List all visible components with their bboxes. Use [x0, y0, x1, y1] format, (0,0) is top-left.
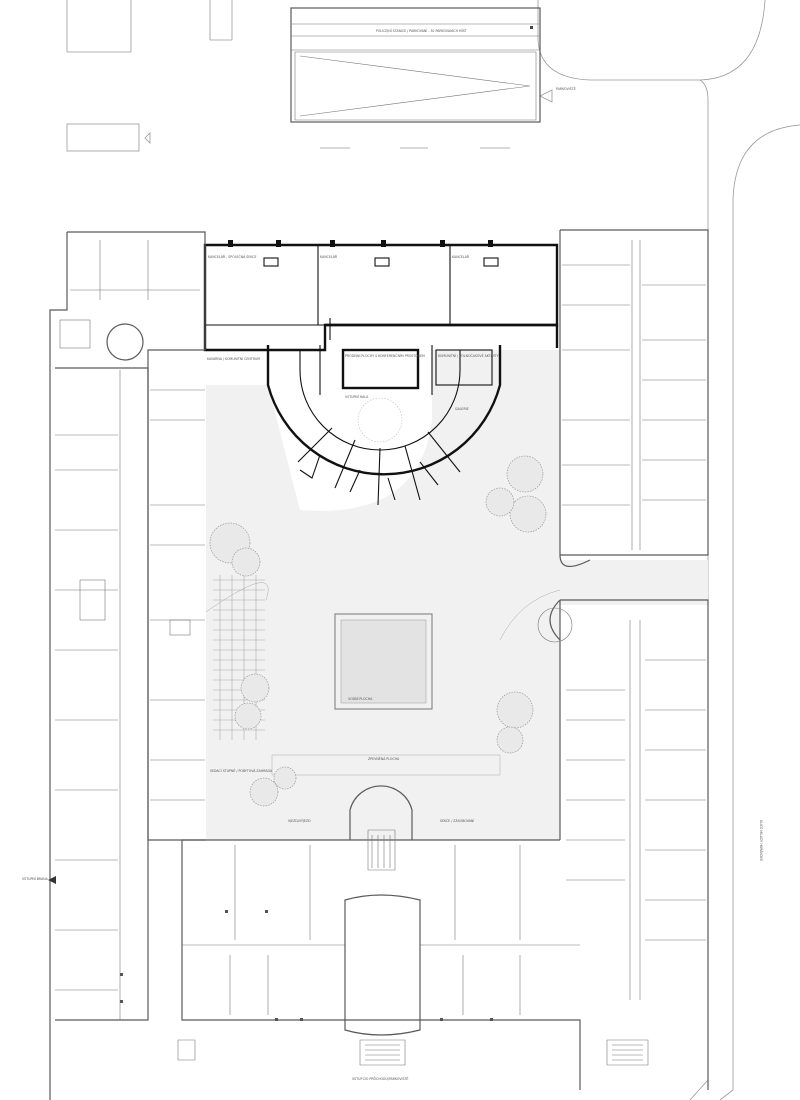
garden-label: SEDACÍ STUPNĚ / POBYTOVÁ ZAHRADA: [210, 768, 273, 773]
right-wing: ULICE MILADY HORÁKOVÉ: [537, 229, 764, 1090]
wing-room-1: KANCELÁŘ - SPOLEČNÁ SEKCE: [208, 254, 257, 259]
gallery-label: GALERIE: [455, 407, 469, 411]
reflecting-pool: VODNÍ PLOCHA: [334, 613, 433, 710]
bar-label-2: KOMUNITNÍ / VOLNOČASOVÉ AKTIVITY: [438, 353, 499, 358]
courtyard-trees: [209, 455, 547, 807]
court-path-label: ZPEVNĚNÁ PLOCHA: [368, 756, 400, 761]
street-lines: [66, 0, 800, 1100]
wing-room-3: KANCELÁŘ: [452, 254, 470, 259]
right-gate-label: SEKCE / ZÁSOBOVÁNÍ: [440, 818, 474, 823]
left-gate-label: VJEZD/VÝJEZD: [288, 818, 311, 823]
wing-room-2: KANCELÁŘ: [320, 254, 338, 259]
left-wing: VSTUPNÍ BRÁNA: [22, 231, 206, 1100]
new-wing: KANCELÁŘ - SPOLEČNÁ SEKCE KANCELÁŘ KANCE…: [203, 240, 559, 352]
rotunda-label: VSTUPNÍ HALA: [345, 394, 369, 399]
left-entrance-label: VSTUPNÍ BRÁNA: [22, 876, 49, 881]
street-label: ULICE MILADY HORÁKOVÉ: [759, 820, 764, 861]
canopy-title: POLICEJNÍ STANICE / PARKOVÁNÍ - 30 PARKO…: [376, 28, 467, 33]
pool-label: VODNÍ PLOCHA: [348, 696, 373, 701]
courtyard: ZPEVNĚNÁ PLOCHA SEDACÍ STUPNĚ / POBYTOVÁ…: [205, 350, 708, 840]
rotunda-annex: VSTUPNÍ HALA KAVÁRNA / KOMUNITNÍ CENTRUM…: [207, 318, 559, 506]
bottom-wing: VSTUP DO PRŮCHODU/PARKOVIŠTĚ VJEZD/VÝJEZ…: [120, 785, 649, 1090]
bar-label-1: PRODEJNÍ PLOCHY S KONFERENČNÍM PROSTOREM: [345, 353, 425, 358]
parking-canopy: POLICEJNÍ STANICE / PARKOVÁNÍ - 30 PARKO…: [290, 7, 576, 123]
bottom-entrance-label: VSTUP DO PRŮCHODU/PARKOVIŠTĚ: [352, 1076, 408, 1081]
parking-label: PARKOVIŠTĚ: [556, 86, 576, 91]
annex-label: KAVÁRNA / KOMUNITNÍ CENTRUM: [207, 356, 260, 361]
